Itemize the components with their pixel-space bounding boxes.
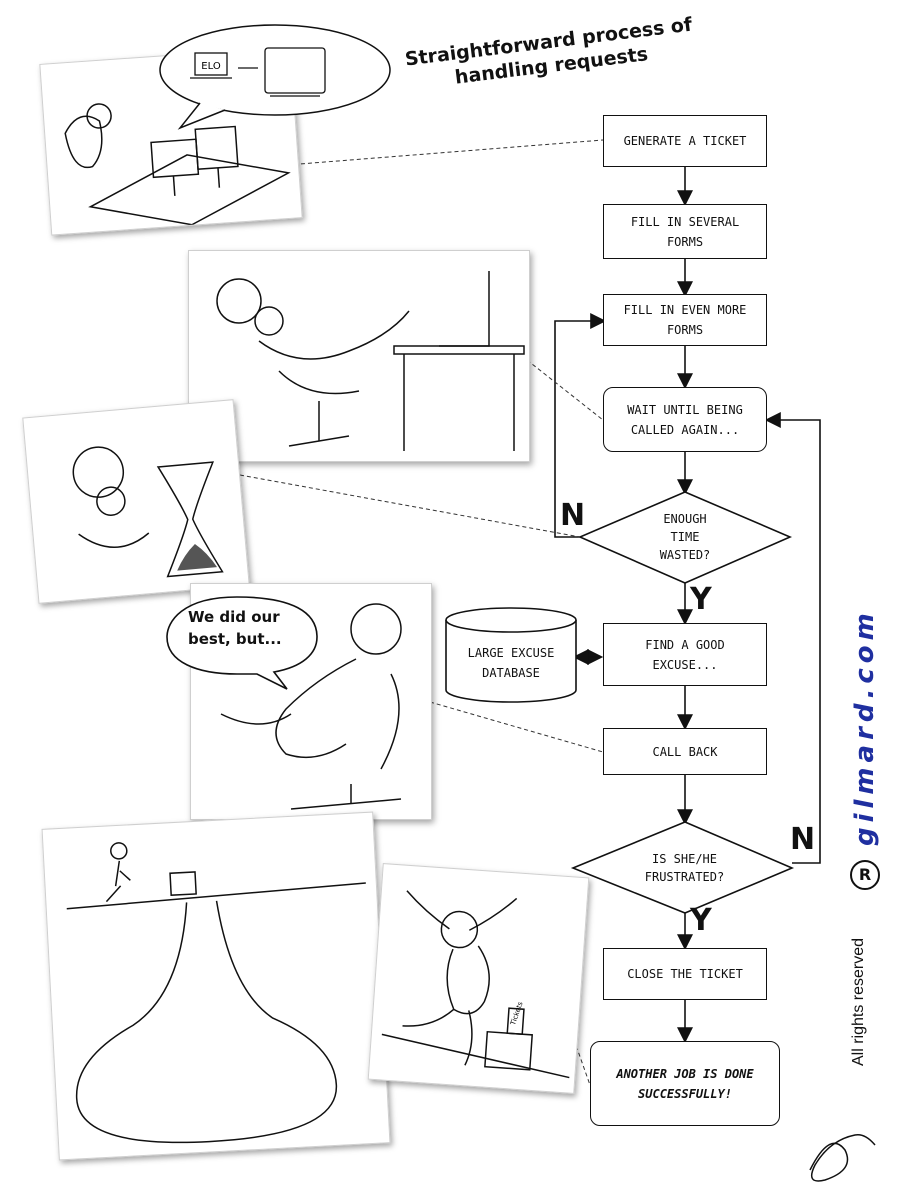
decision-enough-time-label: Enough time wasted? [659,512,711,562]
relaxing-person-illustration [216,271,525,451]
step-generate-ticket: Generate a ticket [603,115,767,167]
speech-bubble [166,596,318,690]
speech-bubble-text: We did our best, but... [188,608,282,648]
artist-signature [809,1133,876,1182]
decision-enough-time-shape [577,491,793,584]
step-job-done: Another job is done successfully! [590,1041,780,1126]
label-no-frustrated: N [790,822,816,857]
cartoon-hourglass [22,399,250,604]
step-find-excuse: Find a good excuse... [603,623,767,686]
person-at-desk-illustration [64,103,291,226]
brand-site: gilmard.com [850,608,880,846]
excuse-database: Large excuse database [467,646,555,680]
reclining-person-illustration [220,603,402,810]
monitor-label: ELO [201,61,221,72]
step-close-ticket: Close the ticket [603,948,767,1000]
step-wait: Wait until being called again... [603,387,767,452]
decision-frustrated-label: Is she/he frustrated? [644,852,725,884]
decision-frustrated-shape [570,821,795,914]
label-no-time: N [560,498,586,533]
cartoon-dancing: Tickets [367,863,590,1094]
step-fill-several-forms: Fill in several forms [603,204,767,259]
brand-block: R gilmard.com [845,490,885,890]
ticket-pit-illustration [66,842,366,1144]
label-yes-time: Y [690,582,712,617]
hourglass-illustration [72,446,224,578]
step-call-back: Call back [603,728,767,775]
cartoon-ticket-pit [41,811,391,1161]
label-yes-frustrated: Y [690,903,712,938]
cartoon-feet-on-desk [188,250,530,462]
rights-text: All rights reserved [850,937,867,1066]
thought-bubble: ELO [159,24,391,130]
dancing-person-illustration: Tickets [381,890,570,1079]
step-fill-more-forms: Fill in even more forms [603,294,767,346]
cartoon-ticket-at-computer [39,46,303,236]
